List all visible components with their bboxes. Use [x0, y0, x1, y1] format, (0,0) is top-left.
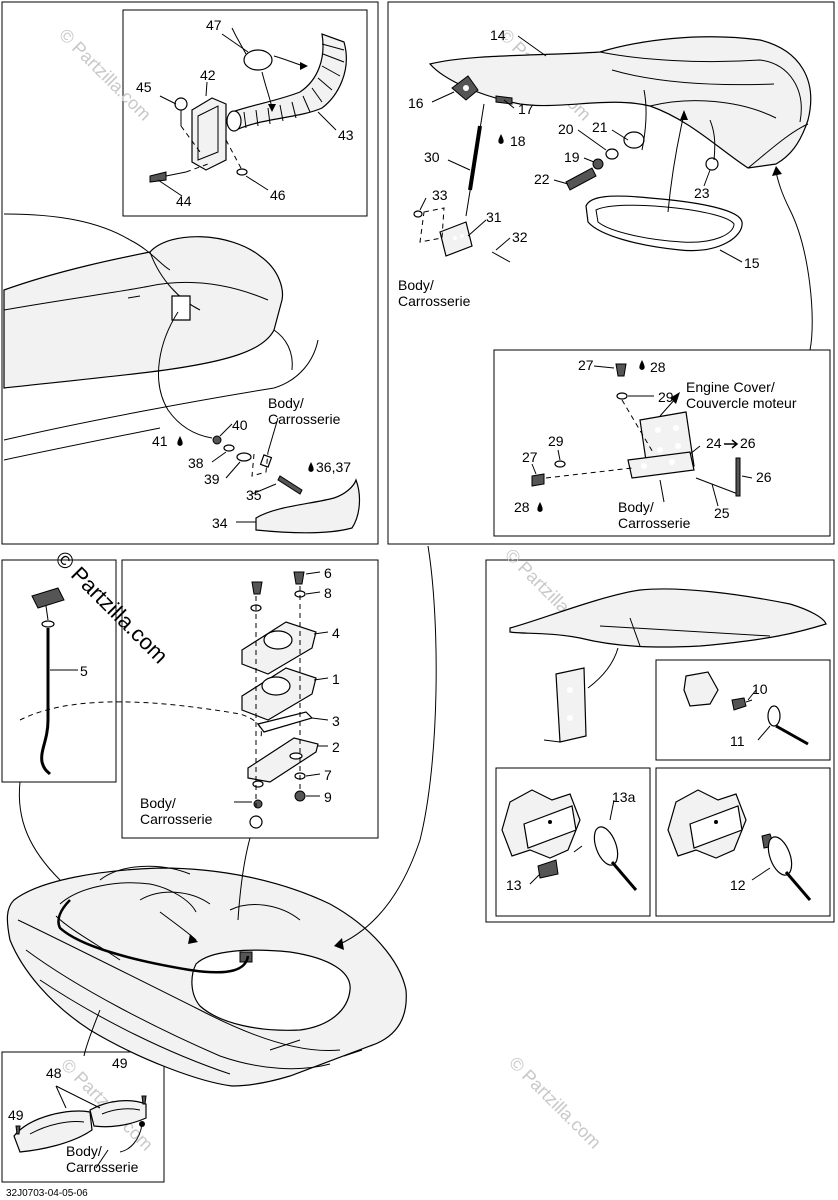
diagram-code: 32J0703-04-05-06: [6, 1188, 88, 1199]
panel-inset-ties-10-11: [655, 659, 831, 761]
body-label-5-line1: Body/: [66, 1143, 102, 1159]
deck-tie-assembly: [501, 588, 827, 901]
callout-24-26-end: 26: [740, 435, 756, 451]
callout-36-37: 36,37: [316, 459, 351, 475]
panel-inset-tie-13: [495, 767, 651, 917]
callout-3: 3: [332, 713, 340, 729]
callout-11: 11: [730, 733, 745, 749]
callout-7: 7: [324, 767, 332, 783]
svg-text:© Partzilla.com: © Partzilla.com: [505, 1053, 605, 1153]
panel-inset-engine-cover-hinge: [493, 349, 831, 537]
callout-24: 24: [706, 435, 722, 451]
callout-25: 25: [714, 505, 730, 521]
cup-holder-stack: [19, 571, 329, 829]
callout-41: 41: [152, 433, 168, 449]
body-label-2-line1: Body/: [398, 277, 434, 293]
engine-cover-line1: Engine Cover/: [686, 379, 775, 395]
callout-29-top: 29: [658, 389, 674, 405]
seat-body: [3, 213, 361, 534]
callout-44: 44: [176, 193, 192, 209]
callout-1: 1: [332, 671, 340, 687]
body-label-3-line1: Body/: [618, 499, 654, 515]
callout-16: 16: [408, 95, 424, 111]
svg-text:© Partzilla.com: © Partzilla.com: [55, 25, 155, 125]
callout-4: 4: [332, 625, 340, 641]
callout-23: 23: [694, 185, 710, 201]
callout-19: 19: [564, 149, 580, 165]
callout-27-top: 27: [578, 357, 594, 373]
callout-28-top: 28: [650, 359, 666, 375]
panel-mid-right: [485, 559, 835, 923]
callout-17: 17: [518, 101, 534, 117]
callout-42: 42: [200, 67, 216, 83]
callout-15: 15: [744, 255, 760, 271]
callout-26: 26: [756, 469, 772, 485]
panel-inset-tie-12: [655, 767, 831, 917]
callout-5: 5: [80, 663, 88, 679]
storage-bins: [13, 1085, 147, 1169]
callout-32: 32: [512, 229, 528, 245]
callout-38: 38: [188, 455, 204, 471]
body-label-4-line2: Carrosserie: [140, 811, 213, 827]
panel-top-left: [1, 1, 379, 545]
callout-9: 9: [324, 789, 332, 805]
body-label-2-line2: Carrosserie: [398, 293, 471, 309]
callout-29-bottom: 29: [548, 433, 564, 449]
panel-dipstick: [1, 559, 117, 783]
callout-33: 33: [432, 187, 448, 203]
callout-10: 10: [752, 681, 768, 697]
callout-39: 39: [204, 471, 220, 487]
callout-40: 40: [232, 417, 248, 433]
callout-21: 21: [592, 119, 608, 135]
panel-inset-hose: [122, 9, 368, 217]
engine-cover: [413, 35, 813, 507]
callout-14: 14: [490, 27, 506, 43]
callout-20: 20: [558, 121, 574, 137]
callout-6: 6: [324, 565, 332, 581]
dipstick: [31, 587, 78, 776]
callout-12: 12: [730, 877, 746, 893]
callout-8: 8: [324, 585, 332, 601]
callout-48: 48: [46, 1065, 62, 1081]
callout-labels: 47 42 45 43 44 46 40 41 38 39 35 36,37 3…: [8, 17, 797, 1175]
callout-49-left: 49: [8, 1107, 24, 1123]
callout-31: 31: [486, 209, 502, 225]
callout-34: 34: [212, 515, 228, 531]
body-label-line1: Body/: [268, 395, 304, 411]
callout-30: 30: [424, 149, 440, 165]
callout-2: 2: [332, 739, 340, 755]
threadlocker-drop-icons: [177, 134, 645, 512]
arrow-24-to-26-icon: [724, 439, 739, 449]
boat-hull: [6, 545, 437, 1087]
callout-18: 18: [510, 133, 526, 149]
hose-assembly: [149, 27, 347, 197]
body-label-line2: Carrosserie: [268, 411, 341, 427]
partzilla-watermark: © Partzilla.com: [50, 546, 173, 669]
body-label-3-line2: Carrosserie: [618, 515, 691, 531]
callout-13a: 13a: [612, 789, 636, 805]
callout-22: 22: [534, 171, 550, 187]
callout-46: 46: [270, 187, 286, 203]
panel-storage-bins: [1, 1051, 165, 1183]
panel-top-right: [387, 1, 835, 545]
callout-49-right: 49: [112, 1055, 128, 1071]
callout-47: 47: [206, 17, 222, 33]
body-label-4-line1: Body/: [140, 795, 176, 811]
callout-27-bottom: 27: [522, 449, 538, 465]
callout-13: 13: [506, 877, 522, 893]
callout-43: 43: [338, 127, 354, 143]
body-label-5-line2: Carrosserie: [66, 1159, 139, 1175]
engine-cover-line2: Couvercle moteur: [686, 395, 797, 411]
callout-45: 45: [136, 79, 152, 95]
callout-35: 35: [246, 487, 262, 503]
callout-28-bottom: 28: [514, 499, 530, 515]
